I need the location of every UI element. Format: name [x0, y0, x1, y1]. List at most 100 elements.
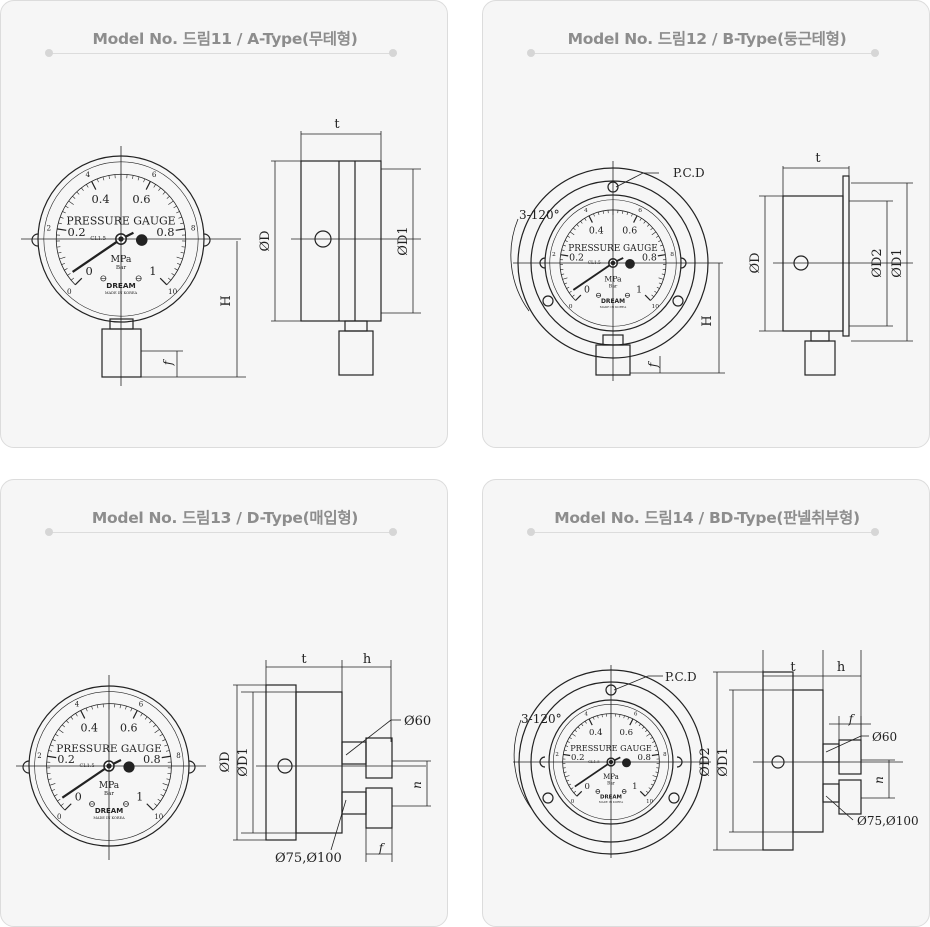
gauge-tick — [59, 256, 66, 260]
gauge-tick — [161, 755, 171, 759]
rule-dot — [871, 49, 879, 57]
gauge-tick — [597, 715, 599, 719]
gauge-tick — [577, 726, 580, 729]
gauge-mpa-label: 0 — [75, 791, 82, 804]
gauge-tick — [597, 211, 600, 216]
gauge-logo-icon — [625, 259, 635, 269]
dim-D1: ØD1 — [890, 248, 905, 277]
gauge-tick — [575, 294, 582, 301]
gauge-tick — [563, 753, 571, 757]
gauge-tick — [137, 176, 140, 181]
gauge-tick — [81, 187, 84, 191]
gauge-tick — [568, 290, 572, 294]
gauge-bar-label: 6 — [638, 207, 642, 214]
gauge-tick — [58, 222, 62, 225]
gauge-tick — [176, 211, 180, 214]
gauge-tick — [162, 789, 167, 792]
gauge-tick — [91, 181, 97, 190]
gauge-tick — [622, 210, 624, 214]
gauge-tick — [60, 803, 64, 807]
gauge-mpa-label: 1 — [136, 791, 143, 804]
gauge-tick — [54, 794, 58, 797]
gauge-tick — [651, 231, 657, 236]
gauge-tick — [119, 704, 121, 709]
gauge-tick — [602, 210, 604, 214]
gauge-tick — [569, 231, 575, 236]
gauge-bar-label: 0 — [57, 813, 61, 821]
gauge-mpa-label: 0.2 — [571, 753, 585, 763]
gauge-mpa-label: 0.8 — [637, 753, 651, 763]
gauge-pointer — [71, 238, 122, 273]
gauge-tick — [648, 787, 652, 790]
gauge-bar-label: 2 — [37, 752, 41, 760]
gauge-tick — [573, 227, 576, 231]
label-d75: Ø75,Ø100 — [275, 851, 342, 866]
gauge-tick — [48, 750, 53, 752]
gauge-bar-label: 2 — [555, 752, 558, 758]
gauge-tick — [154, 803, 158, 807]
gauge-tick — [50, 744, 54, 747]
gauge-tick — [49, 783, 56, 786]
dim-D: ØD — [258, 230, 273, 251]
dim-t: t — [815, 151, 821, 166]
gauge-made: MADE IN KOREA — [600, 305, 627, 309]
gauge-tick — [655, 749, 658, 751]
label-holes: 3-120° — [521, 712, 562, 726]
gauge-tick — [633, 215, 638, 223]
gauge-tick — [157, 798, 161, 802]
dim-D2: ØD2 — [698, 747, 713, 776]
gauge-tick — [564, 282, 568, 285]
gauge-tick — [158, 187, 161, 191]
gauge-tick — [561, 273, 565, 275]
gauge-tick — [626, 211, 629, 216]
gauge-tick — [588, 718, 593, 726]
gauge-tick — [645, 790, 649, 794]
gauge-pointer — [61, 765, 110, 799]
panel-title: Model No. 드림14 / BD-Type(판넬취부형) — [554, 509, 860, 527]
gauge-tick — [180, 222, 184, 225]
gauge-tick — [601, 714, 603, 718]
gauge-tick — [72, 195, 76, 199]
gauge-tick — [52, 739, 56, 742]
dim-t: t — [301, 652, 307, 667]
gauge-bar-label: 6 — [634, 712, 638, 718]
gauge-tick — [76, 191, 80, 195]
gauge-tick — [593, 213, 595, 217]
gauge-bar-label: 4 — [86, 170, 91, 179]
gauge-tick — [651, 294, 655, 298]
gauge-logo-icon — [622, 758, 631, 768]
gauge-tick — [643, 220, 646, 224]
gauge-tick — [576, 224, 579, 227]
gauge-tick — [132, 175, 134, 180]
gauge-tick — [175, 228, 186, 231]
gauge-tick — [571, 733, 576, 737]
label-pcd: P.C.D — [673, 166, 705, 180]
gauge-tick — [56, 228, 67, 231]
gauge-tick — [162, 191, 166, 195]
gauge-bar-label: 10 — [168, 287, 178, 296]
gauge-tick — [159, 733, 163, 737]
gauge-tick — [143, 178, 146, 183]
gauge-tick — [51, 789, 56, 792]
gauge-tick — [47, 755, 57, 759]
gauge-bar-label: 2 — [552, 251, 556, 258]
gauge-bar-label: 8 — [191, 224, 196, 233]
gauge-tick — [61, 262, 66, 265]
gauge-bar-label: 4 — [75, 700, 80, 708]
title-rule — [531, 53, 879, 54]
gauge-tick — [655, 771, 659, 773]
gauge-bar-label: 0 — [571, 799, 575, 805]
gauge-mpa-label: 0 — [585, 782, 590, 792]
label-pcd: P.C.D — [665, 670, 697, 684]
gauge-tick — [656, 286, 660, 289]
gauge-tick — [144, 716, 148, 720]
gauge-mpa-label: 0.2 — [67, 225, 85, 239]
panel-title: Model No. 드림12 / B-Type(둥근테형) — [567, 30, 847, 48]
gauge-tick — [562, 244, 566, 247]
gauge-mpa-label: 0.4 — [589, 728, 603, 738]
gauge-unit2: Bar — [607, 781, 616, 786]
